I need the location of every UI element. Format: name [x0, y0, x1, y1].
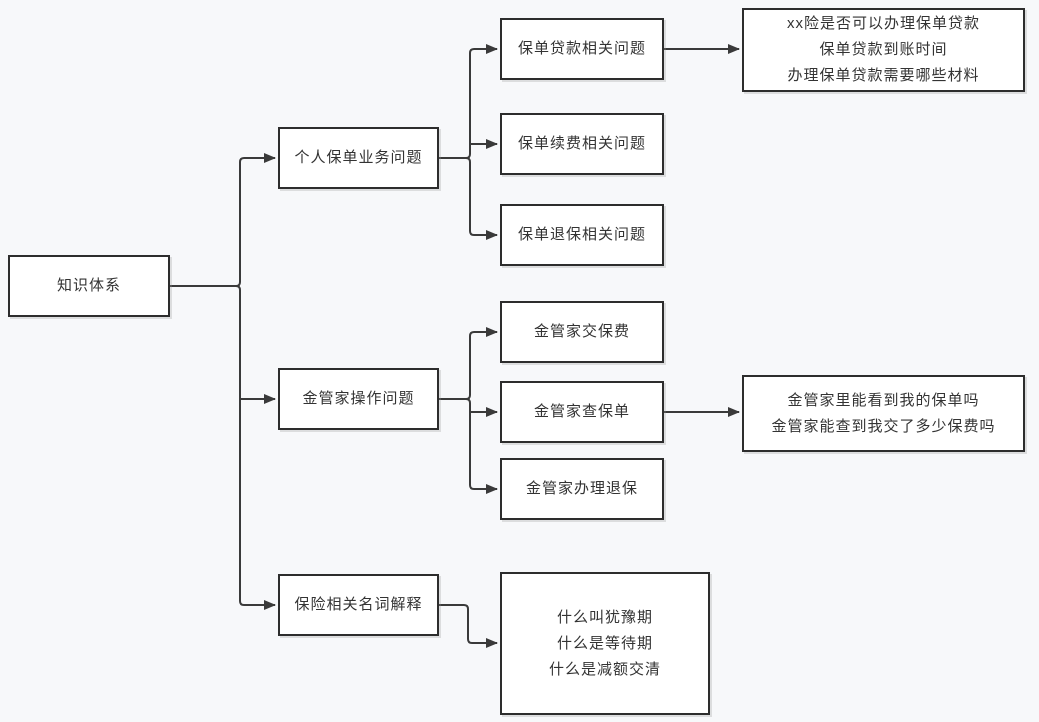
edge-personal-policy-to-loan [439, 44, 498, 159]
loan-question-2: 保单贷款到账时间 [819, 41, 948, 58]
edge-jinguanjia-to-pay-premium [439, 327, 498, 400]
node-jgj-handle-surrender: 金管家办理退保 [500, 458, 664, 520]
loan-question-3: 办理保单贷款需要哪些材料 [787, 67, 980, 84]
edge-terms-to-term-questions [439, 604, 498, 648]
edge-personal-policy-to-surrender [465, 157, 498, 240]
node-jgj-handle-surrender-label: 金管家办理退保 [525, 480, 638, 497]
node-jgj-pay-premium: 金管家交保费 [500, 301, 664, 363]
term-question-3: 什么是减额交清 [548, 660, 661, 678]
edge-root-to-personal-policy [170, 153, 276, 287]
node-branch-insurance-terms-label: 保险相关名词解释 [294, 596, 423, 613]
node-policy-renewal: 保单续费相关问题 [500, 113, 664, 175]
node-loan-questions: xx险是否可以办理保单贷款 保单贷款到账时间 办理保单贷款需要哪些材料 [742, 8, 1025, 92]
node-policy-loan: 保单贷款相关问题 [500, 18, 664, 80]
node-jgj-check-policy-label: 金管家查保单 [533, 403, 630, 420]
node-check-policy-questions: 金管家里能看到我的保单吗 金管家能查到我交了多少保费吗 [742, 375, 1025, 452]
term-question-2: 什么是等待期 [556, 634, 653, 652]
node-branch-personal-policy: 个人保单业务问题 [278, 127, 439, 189]
node-branch-jinguanjia-ops: 金管家操作问题 [278, 368, 439, 430]
node-jgj-check-policy: 金管家查保单 [500, 381, 664, 443]
check-policy-question-2: 金管家能查到我交了多少保费吗 [771, 417, 996, 435]
node-policy-surrender: 保单退保相关问题 [500, 204, 664, 266]
term-question-1: 什么叫犹豫期 [556, 608, 653, 626]
node-branch-jinguanjia-ops-label: 金管家操作问题 [302, 390, 415, 407]
node-root: 知识体系 [8, 255, 170, 317]
node-policy-surrender-label: 保单退保相关问题 [517, 226, 646, 243]
edge-jinguanjia-to-handle-surrender [465, 398, 498, 494]
edge-root-to-insurance-terms [235, 285, 276, 610]
node-policy-renewal-label: 保单续费相关问题 [517, 135, 646, 152]
node-branch-insurance-terms: 保险相关名词解释 [278, 574, 439, 636]
node-branch-personal-policy-label: 个人保单业务问题 [294, 149, 423, 166]
node-root-label: 知识体系 [56, 277, 121, 294]
node-term-questions: 什么叫犹豫期 什么是等待期 什么是减额交清 [500, 572, 710, 715]
loan-question-1: xx险是否可以办理保单贷款 [786, 15, 980, 32]
node-jgj-pay-premium-label: 金管家交保费 [533, 323, 630, 340]
node-policy-loan-label: 保单贷款相关问题 [517, 40, 646, 57]
check-policy-question-1: 金管家里能看到我的保单吗 [787, 391, 980, 409]
